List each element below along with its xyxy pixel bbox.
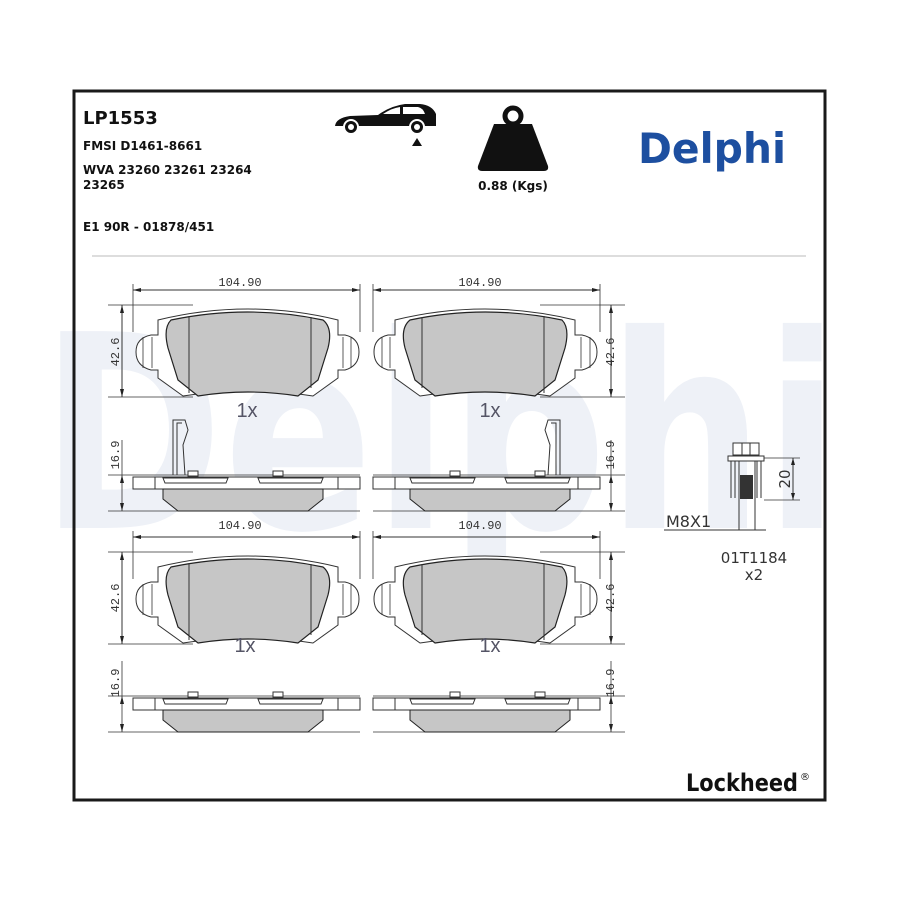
brake-pad-1: 104.90 42.6 1x 16.9 bbox=[107, 276, 361, 512]
pad-thickness-label: 16.9 bbox=[604, 669, 618, 698]
pad-height-label: 42.6 bbox=[604, 584, 618, 613]
pad-quantity: 1x bbox=[236, 400, 257, 422]
wva-codes-continued: 23265 bbox=[83, 178, 125, 192]
weight-value: 0.88 (Kgs) bbox=[478, 179, 548, 193]
pad-quantity: 1x bbox=[479, 400, 500, 422]
frame-border bbox=[72, 89, 827, 802]
brake-pad-2: 104.90 42.6 1x 16.9 bbox=[372, 276, 626, 512]
fmsi-code: FMSI D1461-8661 bbox=[83, 139, 202, 153]
registered-mark: ® bbox=[800, 772, 810, 783]
pad-height-label: 42.6 bbox=[604, 338, 618, 367]
pad-width-label: 104.90 bbox=[218, 276, 261, 290]
pad-quantity: 1x bbox=[234, 635, 255, 657]
pad-thickness-label: 16.9 bbox=[109, 669, 123, 698]
bolt-length-label: 20 bbox=[776, 469, 794, 488]
approval-number: E1 90R - 01878/451 bbox=[83, 220, 214, 234]
pad-height-label: 42.6 bbox=[109, 338, 123, 367]
pad-height-label: 42.6 bbox=[109, 584, 123, 613]
lockheed-logo: Lockheed bbox=[686, 769, 798, 797]
pad-width-label: 104.90 bbox=[218, 519, 261, 533]
weight-icon bbox=[477, 105, 549, 171]
brake-pad-4: 104.90 42.6 1x 16.9 bbox=[372, 519, 626, 733]
caliper-bolt-drawing bbox=[664, 442, 800, 531]
pad-width-label: 104.90 bbox=[458, 276, 501, 290]
bolt-thread-label: M8X1 bbox=[666, 512, 711, 531]
pad-thickness-label: 16.9 bbox=[604, 441, 618, 470]
brake-pad-3: 104.90 42.6 1x 16.9 bbox=[107, 519, 361, 733]
rear-axle-car-icon bbox=[335, 104, 436, 146]
delphi-logo: Delphi bbox=[638, 124, 786, 173]
bolt-quantity: x2 bbox=[745, 566, 763, 584]
pad-quantity: 1x bbox=[479, 635, 500, 657]
pad-thickness-label: 16.9 bbox=[109, 441, 123, 470]
pad-width-label: 104.90 bbox=[458, 519, 501, 533]
wva-codes: WVA 23260 23261 23264 bbox=[83, 163, 252, 177]
bolt-part-number: 01T1184 bbox=[721, 549, 787, 567]
part-number: LP1553 bbox=[83, 108, 158, 129]
